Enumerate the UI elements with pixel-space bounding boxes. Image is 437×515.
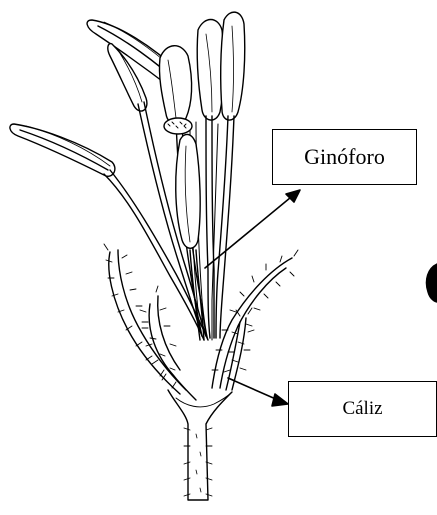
- stamens-group: [10, 12, 245, 340]
- label-ginoforo-box: Ginóforo: [272, 129, 417, 185]
- label-caliz-box: Cáliz: [288, 381, 437, 437]
- arrow-line-caliz: [228, 378, 278, 400]
- label-ginoforo: Ginóforo: [304, 144, 385, 170]
- pollen-head: [164, 118, 192, 134]
- pedicel: [168, 390, 232, 500]
- arrow-line-ginoforo: [205, 193, 296, 268]
- gynophore: [176, 134, 204, 340]
- leader-arrows: [205, 190, 300, 406]
- stamen-right: [197, 12, 245, 338]
- arrow-head-caliz: [272, 394, 288, 406]
- cropped-blob: [426, 264, 437, 302]
- label-caliz: Cáliz: [342, 398, 382, 420]
